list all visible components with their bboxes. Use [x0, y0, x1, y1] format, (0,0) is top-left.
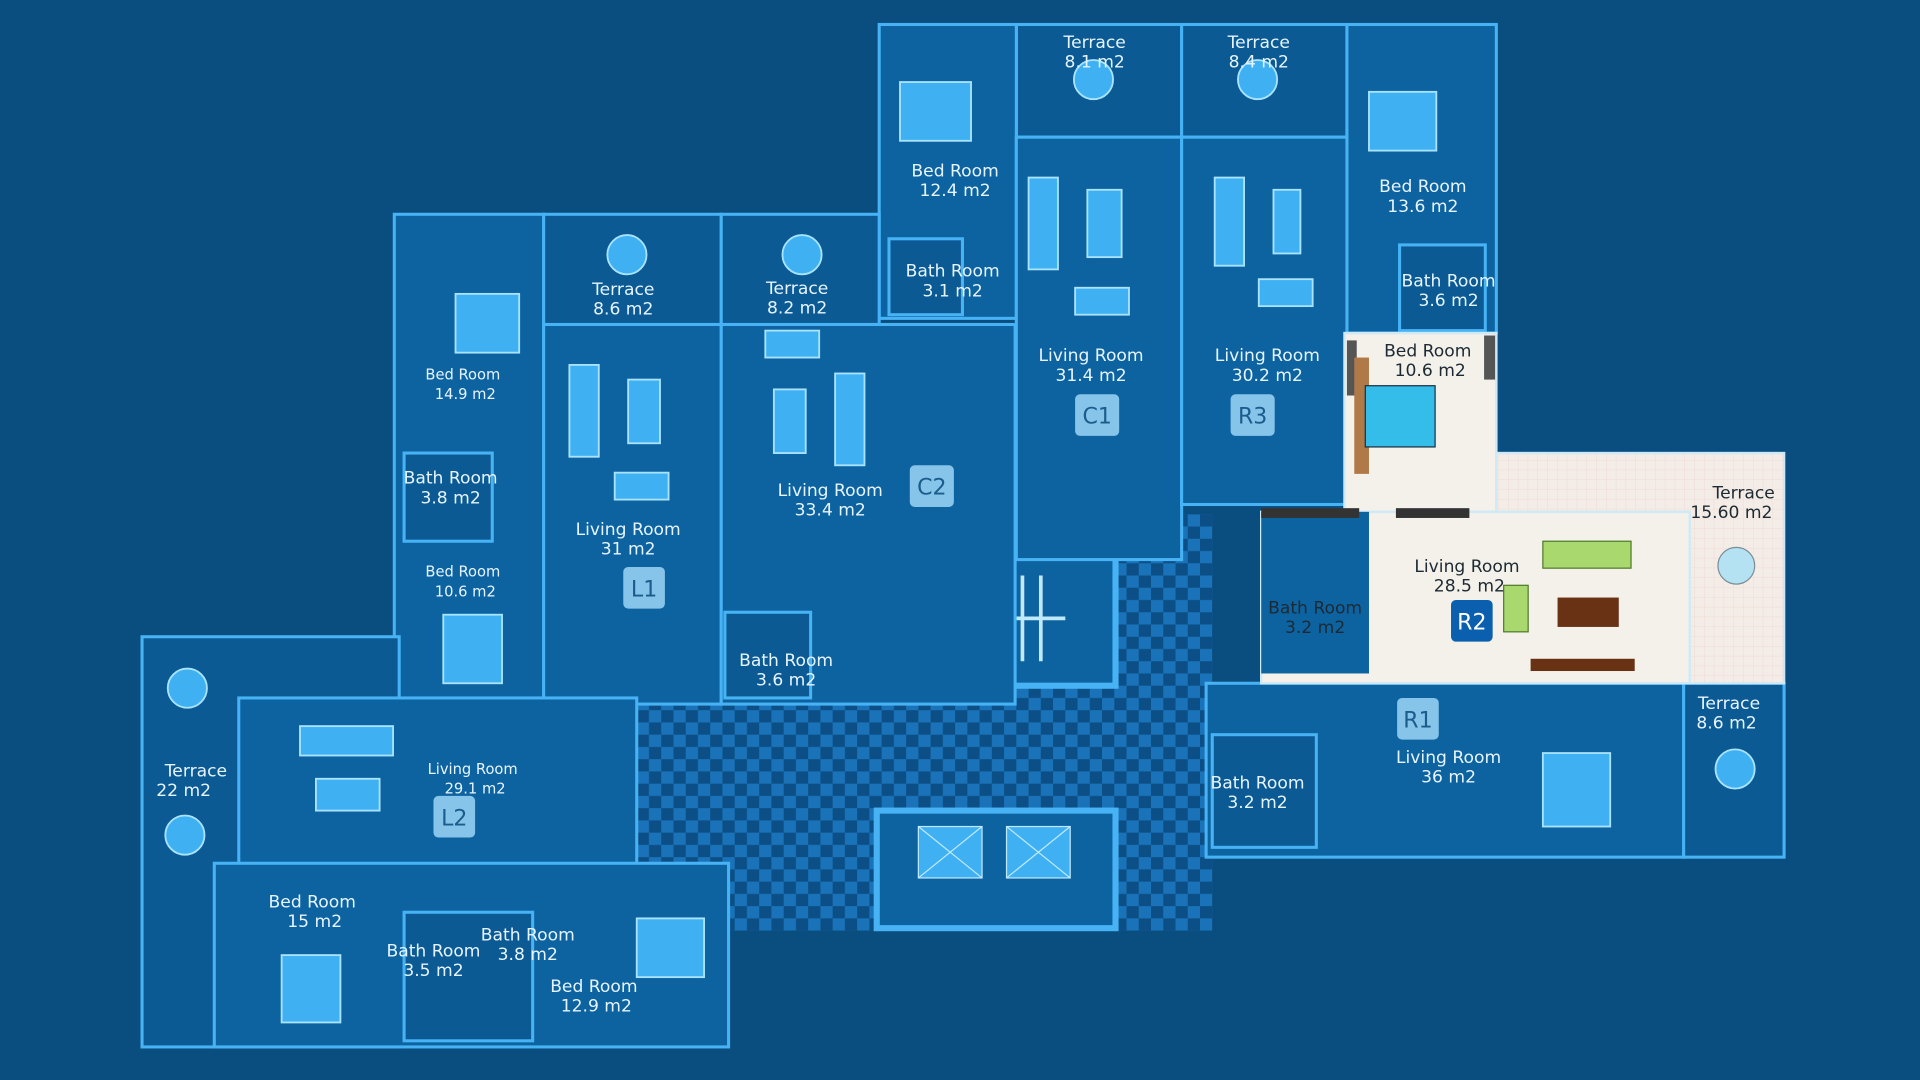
unit-badge-c2[interactable]: C2 [909, 465, 954, 507]
svg-text:L2: L2 [441, 806, 467, 831]
unit-badge-l1[interactable]: L1 [623, 566, 665, 609]
unit-badge-r1[interactable]: R1 [1397, 697, 1439, 740]
unit-badge-l2[interactable]: L2 [433, 795, 476, 838]
svg-text:L1: L1 [631, 577, 657, 602]
svg-text:R2: R2 [1457, 610, 1486, 635]
svg-text:R3: R3 [1238, 405, 1267, 430]
svg-text:C2: C2 [917, 476, 946, 501]
unit-badge-r2[interactable]: R2 [1451, 600, 1493, 642]
unit-r2-highlight[interactable] [1260, 331, 1786, 685]
unit-badge-c1[interactable]: C1 [1075, 394, 1120, 436]
svg-text:C1: C1 [1082, 405, 1111, 430]
elevators [873, 807, 1119, 932]
svg-text:R1: R1 [1403, 708, 1432, 733]
unit-badge-r3[interactable]: R3 [1230, 394, 1275, 436]
furniture [164, 59, 1756, 1024]
